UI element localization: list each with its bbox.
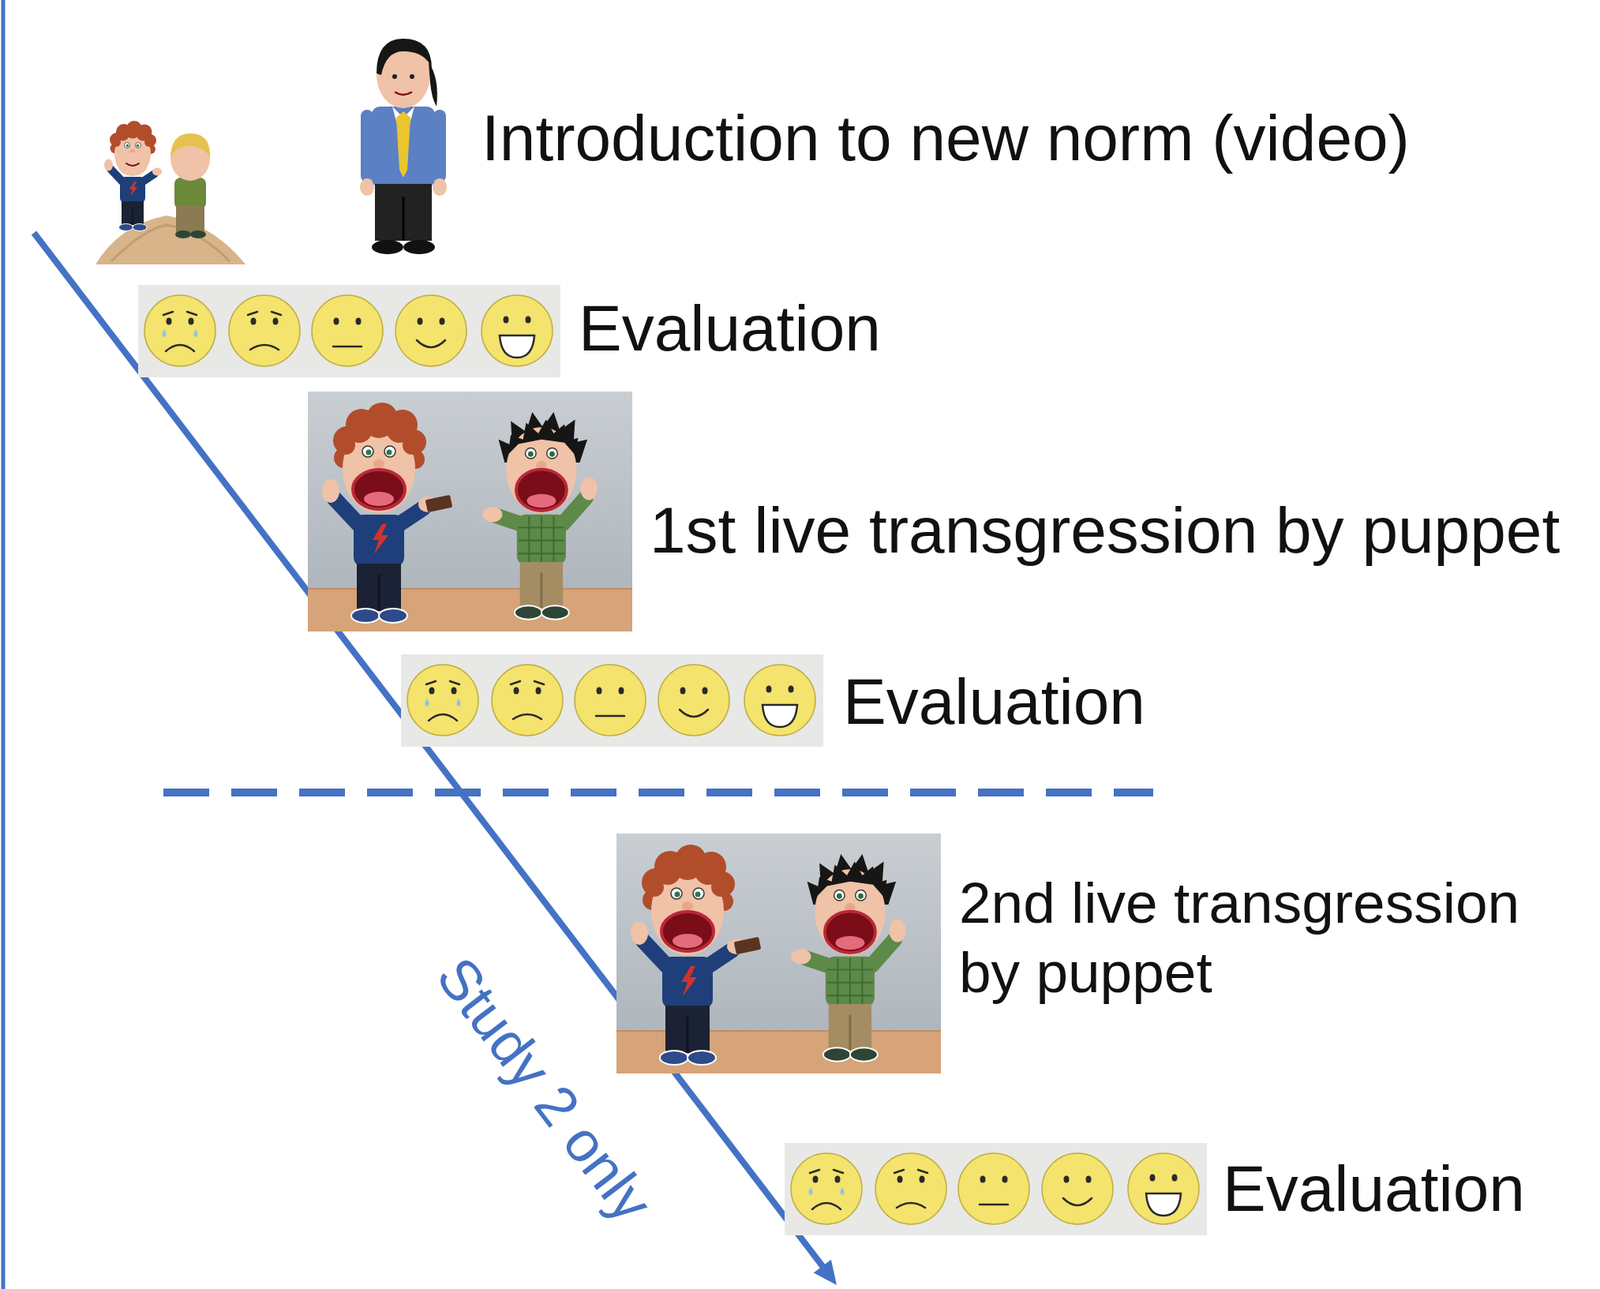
intro-video-still: [87, 27, 453, 268]
teacher-puppet: [428, 62, 438, 107]
teacher-puppet: [359, 38, 447, 255]
teacher-puppet: [371, 239, 404, 255]
intro-video-still: [126, 163, 139, 166]
kid-puppet: [175, 230, 192, 239]
emoji-rating-scale: [400, 654, 824, 747]
timeline-arrow: [33, 232, 837, 1286]
step-label: Introduction to new norm (video): [481, 99, 1410, 177]
intro-video-still: [95, 215, 246, 265]
intro-video-still: [104, 120, 162, 232]
evaluation-label: Evaluation: [843, 663, 1146, 741]
kid-puppet: [170, 133, 210, 239]
kid-puppet: [174, 177, 207, 210]
step-label: 2nd live transgression by puppet: [959, 868, 1596, 1007]
timeline-label: Study 2 only: [423, 944, 667, 1235]
teacher-puppet: [392, 74, 398, 79]
intro-video-still: [104, 120, 162, 232]
teacher-puppet: [374, 183, 432, 241]
teacher-puppet: [376, 38, 432, 75]
intro-video-still: [87, 27, 453, 268]
puppet-photo: [616, 833, 941, 1074]
evaluation-label: Evaluation: [1222, 1150, 1526, 1228]
teacher-puppet: [403, 239, 435, 255]
evaluation-label: Evaluation: [578, 289, 881, 368]
teacher-puppet: [371, 106, 435, 188]
teacher-puppet: [433, 109, 446, 183]
kid-puppet: [170, 133, 210, 158]
kid-puppet: [190, 230, 207, 239]
timeline-arrow: [813, 1259, 837, 1286]
study-divider: [163, 788, 1154, 797]
teacher-puppet: [395, 92, 412, 95]
teacher-puppet: [360, 109, 374, 183]
emoji-rating-scale: [138, 284, 561, 378]
puppet-photo: [307, 391, 633, 632]
teacher-puppet: [409, 74, 415, 79]
step-label: 1st live transgression by puppet: [649, 491, 1560, 570]
timeline-arrow: [33, 232, 825, 1270]
frame-line: [1, 0, 6, 1289]
teacher-puppet: [402, 196, 405, 241]
intro-video-still: [117, 152, 148, 177]
teacher-puppet: [396, 111, 411, 178]
emoji-rating-scale: [784, 1142, 1207, 1236]
kid-puppet: [176, 206, 205, 233]
